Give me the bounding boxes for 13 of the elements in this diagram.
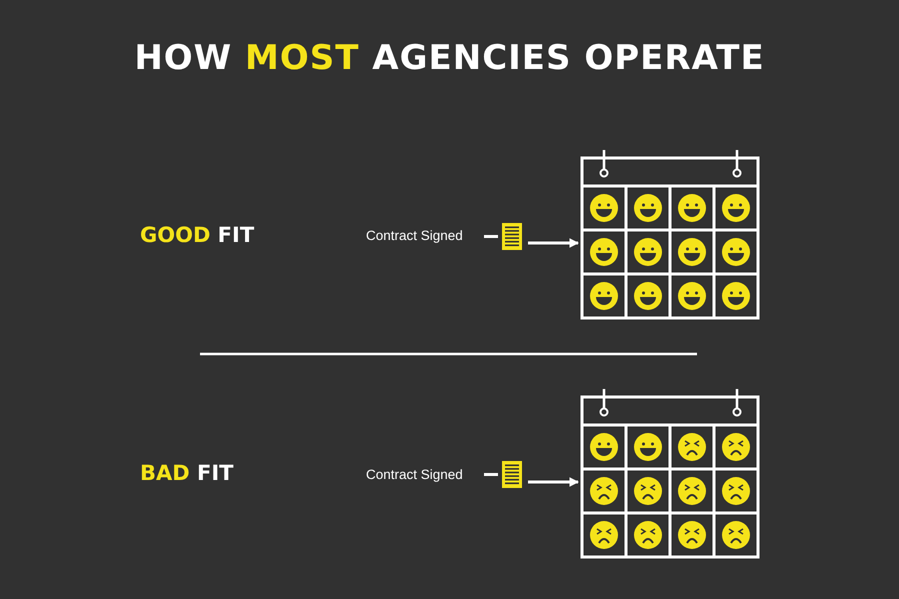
step-label: Contract Signed: [366, 228, 480, 244]
document-icon: [500, 461, 524, 488]
document-icon: [500, 223, 524, 250]
arrow: [528, 238, 579, 248]
title: HOW MOST AGENCIES OPERATE: [133, 38, 766, 78]
fit-label: BAD FIT: [140, 461, 234, 485]
connector-line: [484, 473, 498, 476]
arrow: [528, 477, 579, 487]
calendar-drawing: [580, 150, 762, 322]
calendar-drawing: [580, 389, 762, 561]
step-label: Contract Signed: [366, 467, 480, 483]
connector-line: [484, 235, 498, 238]
fit-label: GOOD FIT: [140, 223, 254, 247]
